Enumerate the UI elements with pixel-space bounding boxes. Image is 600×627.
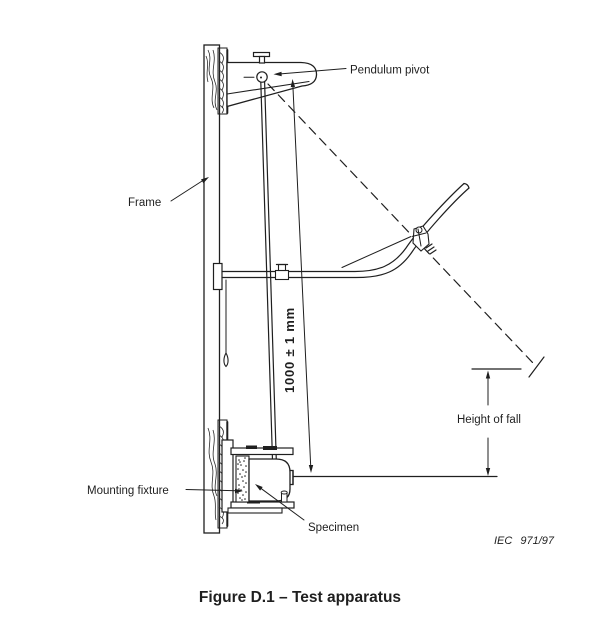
callout-frame: Frame bbox=[128, 177, 209, 209]
pendulum-pivot-label: Pendulum pivot bbox=[350, 65, 430, 77]
mounting-fixture-label: Mounting fixture bbox=[87, 485, 169, 497]
callout-mounting-fixture: Mounting fixture bbox=[87, 485, 243, 497]
release-cord bbox=[223, 279, 229, 368]
support-arm bbox=[212, 182, 470, 291]
adjusting-screw-icon bbox=[252, 51, 271, 64]
length-dimension: 1000 ± 1 mm bbox=[282, 79, 314, 473]
trajectory-dashed-line bbox=[267, 83, 545, 378]
mounting-fixture bbox=[221, 439, 295, 514]
standard-reference: IEC 971/97 bbox=[494, 535, 555, 547]
pivot-bracket bbox=[226, 51, 318, 108]
specimen-shape bbox=[248, 458, 291, 502]
clamp bbox=[412, 225, 437, 255]
callout-specimen: Specimen bbox=[255, 484, 359, 534]
pendulum-length-label: 1000 ± 1 mm bbox=[282, 307, 297, 393]
height-of-fall-label: Height of fall bbox=[457, 414, 521, 426]
specimen-label: Specimen bbox=[308, 522, 359, 534]
frame-label: Frame bbox=[128, 197, 161, 209]
pivot-point-icon bbox=[243, 71, 268, 83]
backing-block bbox=[235, 455, 250, 503]
callout-pendulum-pivot: Pendulum pivot bbox=[273, 65, 430, 77]
height-dimension: Height of fall bbox=[457, 368, 522, 476]
pendulum-rod bbox=[260, 81, 278, 471]
figure-caption: Figure D.1 – Test apparatus bbox=[199, 589, 401, 606]
